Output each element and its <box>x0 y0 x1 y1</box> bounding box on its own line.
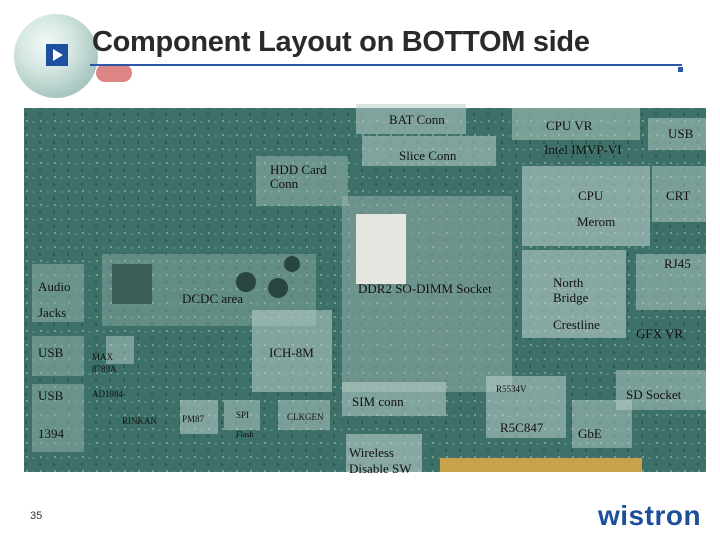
spi-flash-highlight <box>224 400 260 430</box>
wireless-sw-highlight <box>346 434 422 472</box>
ich8m-highlight <box>252 310 332 392</box>
label-ich8m: ICH-8M <box>269 345 314 360</box>
edge-connector <box>440 458 642 472</box>
slide-title: Component Layout on BOTTOM side <box>92 26 590 58</box>
label-north: North <box>553 275 584 290</box>
label-usb-left-1: USB <box>38 345 64 360</box>
globe-badge <box>96 64 132 82</box>
label-pm87: PM87 <box>182 414 205 424</box>
label-jacks: Jacks <box>38 305 67 320</box>
r5c847-highlight <box>486 376 566 438</box>
ieee1394-highlight <box>32 420 84 452</box>
motherboard-photo <box>16 104 716 478</box>
sd-socket-highlight <box>616 370 706 410</box>
label-intel-imvp: Intel IMVP-VI <box>544 142 622 157</box>
label-cpu: CPU <box>578 188 604 203</box>
label-usb-top: USB <box>668 126 694 141</box>
pm87-highlight <box>180 400 218 434</box>
cpu-vr-highlight <box>512 108 640 140</box>
label-max-part: 8789A <box>92 364 117 374</box>
label-max: MAX <box>92 352 114 362</box>
label-merom: Merom <box>577 214 616 229</box>
label-hdd-card: HDD Card <box>270 162 327 177</box>
label-slice-conn: Slice Conn <box>399 148 457 163</box>
wistron-logo: wistron <box>598 500 702 531</box>
rj45-highlight <box>636 254 706 310</box>
usb-connector-2-highlight <box>32 384 84 420</box>
play-icon <box>46 44 68 66</box>
label-cpu-vr: CPU VR <box>546 118 593 133</box>
label-clkgen: CLKGEN <box>287 412 324 422</box>
usb-connector-highlight <box>32 336 84 376</box>
label-flash: Flash <box>236 430 254 439</box>
crt-highlight <box>652 166 706 222</box>
north-bridge-highlight <box>522 250 626 338</box>
bat-conn-highlight <box>356 104 466 134</box>
label-wireless: Wireless <box>349 445 394 460</box>
label-crt: CRT <box>666 188 691 203</box>
label-crestline: Crestline <box>553 317 600 332</box>
label-sim-conn: SIM conn <box>352 394 404 409</box>
label-bat-conn: BAT Conn <box>389 112 445 127</box>
page-number: 35 <box>30 510 43 522</box>
label-audio: Audio <box>38 279 71 294</box>
label-gbe: GbE <box>578 426 602 441</box>
title-underline <box>90 64 682 66</box>
sim-conn-highlight <box>342 382 446 416</box>
label-rinkan: RINKAN <box>122 416 157 426</box>
hdd-conn-highlight <box>256 156 348 206</box>
title-underline-dot <box>678 67 683 72</box>
label-bridge: Bridge <box>553 290 589 305</box>
label-spi: SPI <box>236 410 250 420</box>
label-r5c847: R5C847 <box>500 420 544 435</box>
clkgen-highlight <box>278 400 330 430</box>
label-usb-left-2: USB <box>38 388 64 403</box>
audio-jacks-highlight <box>32 264 84 322</box>
usb-top-highlight <box>648 118 706 150</box>
slice-conn-highlight <box>362 136 496 166</box>
label-sd-socket: SD Socket <box>626 387 682 402</box>
cpu-socket-highlight <box>522 166 650 246</box>
label-hdd-conn: Conn <box>270 176 299 191</box>
gbe-highlight <box>572 400 632 448</box>
dimm-sticker <box>356 214 406 284</box>
label-ddr2-socket: DDR2 SO-DIMM Socket <box>358 281 492 296</box>
label-gfx-vr: GFX VR <box>636 326 684 341</box>
label-dcdc-area: DCDC area <box>182 291 244 306</box>
label-rj45: RJ45 <box>664 256 691 271</box>
label-ad1984: AD1984 <box>92 389 123 399</box>
label-1394: 1394 <box>38 426 64 441</box>
label-r5534v: R5534V <box>496 384 527 394</box>
label-disable-sw: Disable SW <box>349 461 412 476</box>
